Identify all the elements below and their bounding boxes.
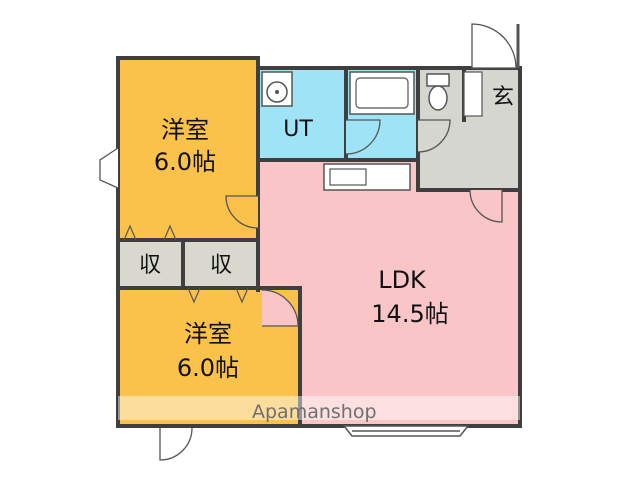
storage-right [184, 242, 258, 286]
toilet [426, 73, 450, 111]
bathtub [349, 71, 415, 115]
storage-left-label: 収 [139, 253, 161, 278]
western-room-bottom-name: 洋室 [184, 320, 232, 348]
storage-left [118, 242, 182, 286]
western-room-top-size: 6.0帖 [154, 148, 216, 176]
ldk-size: 14.5帖 [371, 300, 448, 328]
shoe-cabinet [463, 71, 483, 117]
watermark-band [118, 396, 520, 420]
doors [99, 23, 520, 461]
ldk-room [258, 160, 520, 426]
washbasin [261, 71, 293, 107]
entrance-label: 玄 [492, 85, 514, 110]
watermark-text: Apamanshop [252, 401, 377, 423]
storage-right-label: 収 [210, 253, 232, 278]
ldk-name: LDK [378, 266, 427, 294]
western-room-top-name: 洋室 [161, 116, 209, 144]
bay-window [342, 425, 470, 437]
kitchen-counter [323, 163, 411, 191]
closet-door-marks [123, 224, 249, 304]
western-room-bottom-size: 6.0帖 [177, 354, 239, 382]
utility-label: UT [283, 117, 313, 142]
